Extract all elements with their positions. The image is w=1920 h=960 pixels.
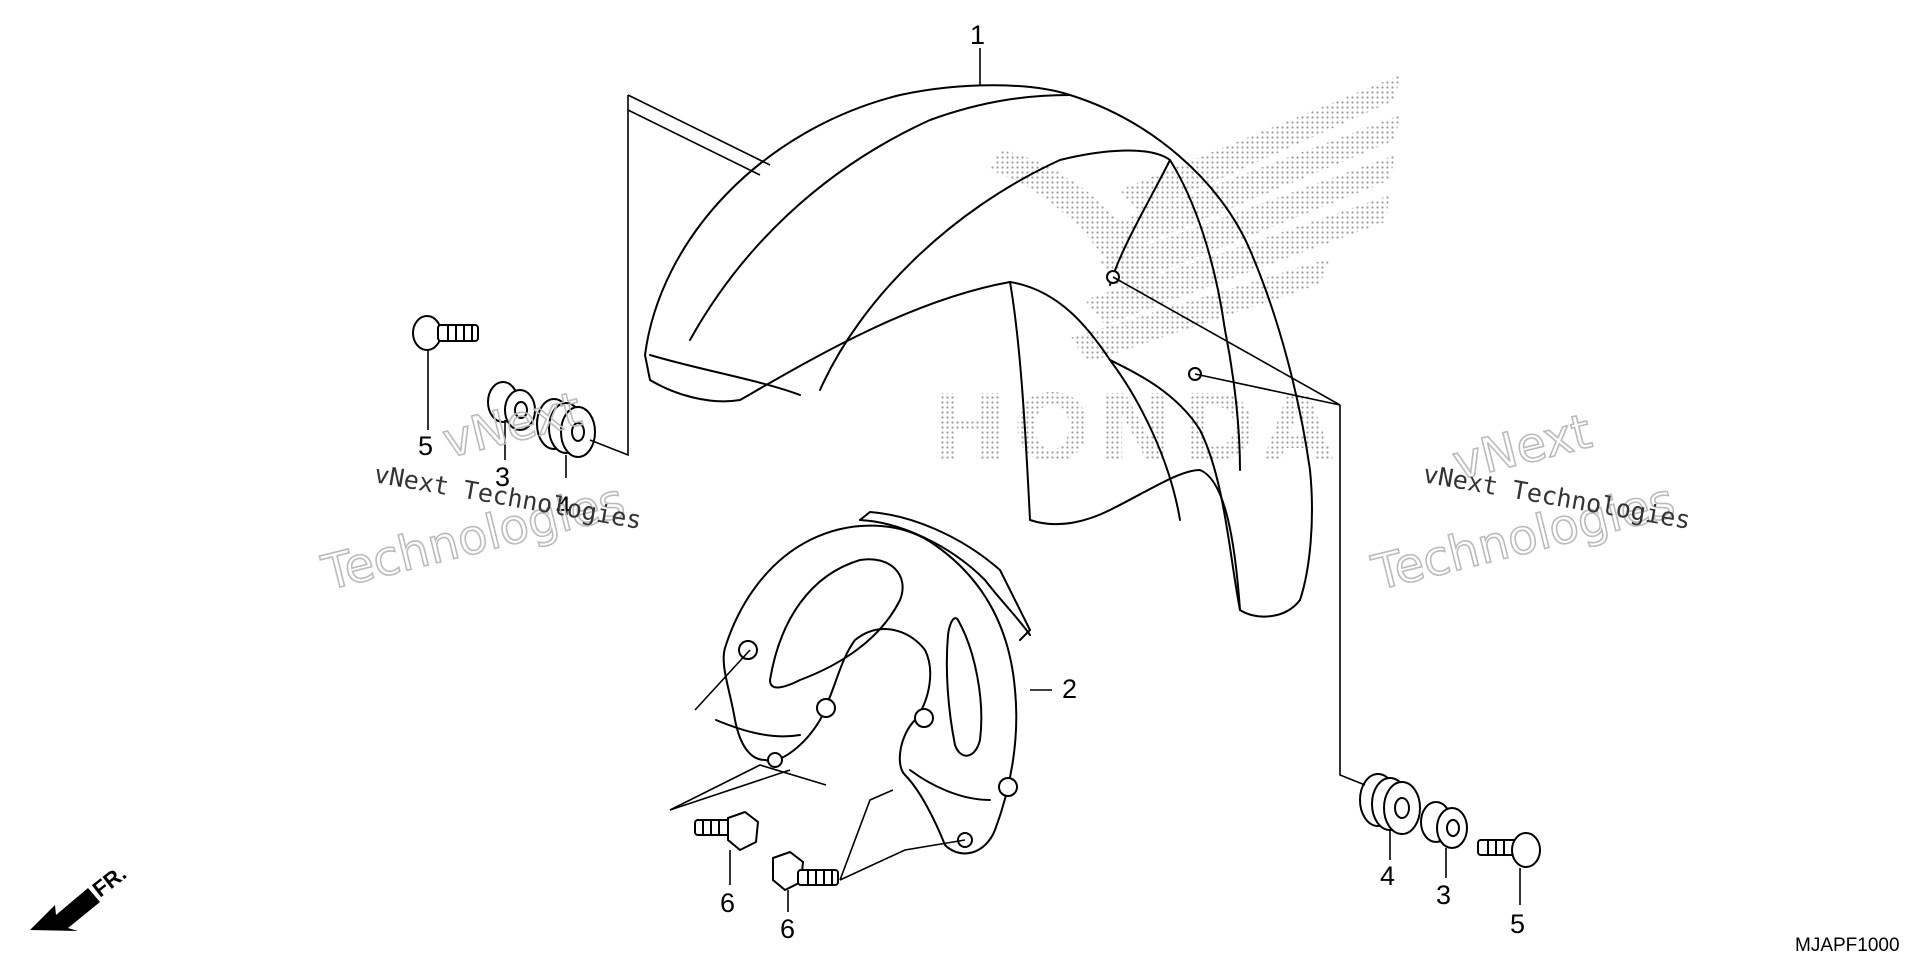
- watermark-right: vNext Technologies vNext Technologies: [1366, 403, 1693, 603]
- front-direction-marker: FR.: [30, 860, 131, 931]
- left-grommet-part-4: [536, 398, 596, 458]
- callout-3-right: 3: [1436, 880, 1451, 910]
- left-bolt-part-5: [412, 315, 479, 351]
- bracket-bolt-part-6-a: [694, 810, 760, 852]
- right-grommet-part-4: [1359, 773, 1421, 835]
- bracket-bolt-part-6-b: [772, 850, 839, 892]
- callout-1: 1: [970, 20, 985, 50]
- right-bolt-part-5: [1477, 832, 1541, 868]
- callout-2: 2: [1062, 674, 1077, 704]
- callout-4-right: 4: [1380, 861, 1395, 891]
- right-collar-part-3: [1420, 801, 1468, 849]
- left-collar-part-3: [487, 381, 536, 431]
- fender-bracket-part-2: [715, 511, 1031, 855]
- leader-lines: [427, 48, 1521, 912]
- callout-6-a: 6: [720, 888, 735, 918]
- front-arrow-icon: [30, 888, 100, 931]
- diagram-code: MJAPF1000: [1795, 935, 1900, 956]
- callout-labels: 1 2 3 4 5 3 4 5 6 6: [418, 20, 1525, 944]
- callout-3-left: 3: [495, 462, 510, 492]
- watermark-left: vNext Technologies vNext Technologies: [316, 381, 644, 603]
- brand-wing-watermark: [990, 75, 1400, 362]
- callout-5-left: 5: [418, 431, 433, 461]
- callout-5-right: 5: [1510, 909, 1525, 939]
- callout-4-left: 4: [556, 491, 571, 521]
- callout-6-b: 6: [780, 914, 795, 944]
